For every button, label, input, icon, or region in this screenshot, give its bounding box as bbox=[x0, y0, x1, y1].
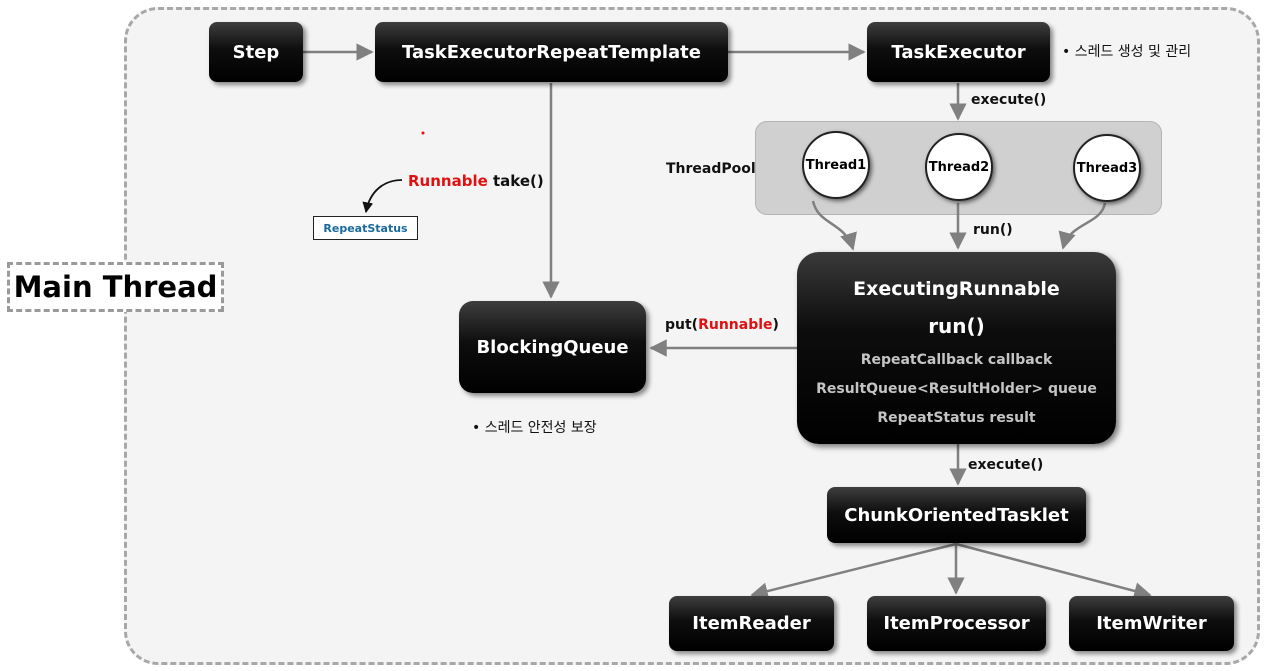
item-writer-node: ItemWriter bbox=[1069, 596, 1234, 651]
execute-bottom-label: execute() bbox=[968, 457, 1044, 473]
thread1-circle: Thread1 bbox=[802, 131, 870, 199]
blocking-queue-node: BlockingQueue bbox=[459, 301, 646, 393]
arrow-thread1-to-runnable bbox=[811, 200, 857, 251]
take-text: take() bbox=[493, 172, 544, 190]
put-prefix: put( bbox=[665, 317, 699, 333]
run-label: run() bbox=[973, 222, 1013, 238]
take-label: Runnable take() bbox=[408, 172, 544, 190]
item-processor-node: ItemProcessor bbox=[867, 596, 1046, 651]
item-reader-node: ItemReader bbox=[669, 596, 834, 651]
task-executor-node: TaskExecutor bbox=[867, 22, 1050, 82]
thread-pool-label: ThreadPool bbox=[666, 161, 756, 177]
repeat-status-box: RepeatStatus bbox=[313, 216, 418, 240]
put-label: put(Runnable) bbox=[665, 317, 779, 333]
task-executor-repeat-template-node: TaskExecutorRepeatTemplate bbox=[375, 22, 728, 82]
red-dot bbox=[421, 131, 425, 135]
executing-runnable-title: ExecutingRunnable bbox=[853, 278, 1060, 300]
take-runnable-text: Runnable bbox=[408, 172, 488, 190]
main-thread-label: Main Thread bbox=[7, 262, 224, 312]
executing-runnable-field: RepeatCallback callback bbox=[860, 352, 1053, 368]
executing-runnable-method: run() bbox=[928, 314, 985, 338]
queue-note: • 스레드 안전성 보장 bbox=[472, 420, 597, 436]
task-executor-note: • 스레드 생성 및 관리 bbox=[1062, 44, 1192, 60]
put-runnable-text: Runnable bbox=[698, 317, 773, 333]
arrow-tasklet-to-writer bbox=[955, 542, 1152, 600]
step-node: Step bbox=[209, 22, 303, 82]
executing-runnable-field: RepeatStatus result bbox=[877, 410, 1036, 426]
chunk-oriented-tasklet-node: ChunkOrientedTasklet bbox=[827, 487, 1086, 543]
put-suffix: ) bbox=[772, 317, 779, 333]
executing-runnable-node: ExecutingRunnable run() RepeatCallback c… bbox=[797, 252, 1116, 444]
arrow-take-curve bbox=[362, 179, 403, 214]
executing-runnable-field: ResultQueue<ResultHolder> queue bbox=[816, 381, 1097, 397]
thread3-circle: Thread3 bbox=[1073, 134, 1141, 202]
arrow-tasklet-to-reader bbox=[750, 542, 957, 600]
thread2-circle: Thread2 bbox=[925, 133, 993, 201]
arrow-thread3-to-runnable bbox=[1058, 202, 1107, 250]
execute-top-label: execute() bbox=[971, 92, 1047, 108]
